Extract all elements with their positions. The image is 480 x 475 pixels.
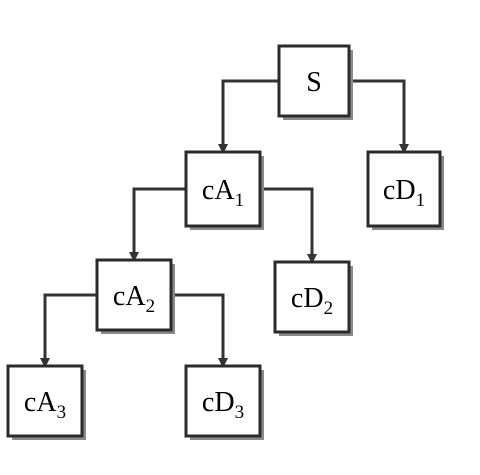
node-cD2-box: [273, 260, 351, 334]
node-cD3: cD3: [184, 364, 264, 440]
node-cA1-label: cA1: [202, 175, 244, 211]
edge-cA1-to-cD2: [260, 187, 317, 264]
node-S-label-base: S: [306, 67, 322, 98]
node-cA3-label: cA3: [24, 387, 66, 423]
edge-S-to-cD1: [349, 79, 409, 154]
edge-cA1-to-cA2: [129, 187, 186, 262]
edge-cA2-to-cA3: [40, 293, 97, 368]
node-cD1-label: cD1: [383, 175, 425, 211]
node-cA2-label-base: cA: [113, 281, 146, 312]
node-cD2-label-subscript: 2: [324, 298, 334, 319]
node-cD3-label-base: cD: [202, 387, 235, 418]
node-cA2: cA2: [95, 258, 175, 334]
connectors: [40, 79, 409, 368]
node-cD2-label: cD2: [291, 283, 333, 319]
node-cD1-label-base: cD: [383, 175, 416, 206]
node-cD1-label-subscript: 1: [416, 190, 426, 211]
node-cA2-label: cA2: [113, 281, 155, 317]
node-cD1: cD1: [366, 150, 444, 230]
edge-S-to-cA1: [218, 79, 279, 154]
node-cD3-label: cD3: [202, 387, 244, 423]
node-cA1: cA1: [184, 150, 264, 230]
node-S-label: S: [306, 67, 322, 98]
node-cA3: cA3: [6, 364, 86, 440]
node-cA1-box: [184, 150, 262, 228]
node-cD3-label-subscript: 3: [235, 402, 245, 423]
node-cA1-label-subscript: 1: [235, 190, 245, 211]
node-cA3-label-base: cA: [24, 387, 57, 418]
edge-cA2-to-cD3: [171, 293, 228, 368]
node-cA3-box: [6, 364, 84, 438]
node-cA3-label-subscript: 3: [57, 402, 67, 423]
node-cD2-label-base: cD: [291, 283, 324, 314]
node-cD2: cD2: [273, 260, 353, 336]
node-cA1-label-base: cA: [202, 175, 235, 206]
node-cA2-box: [95, 258, 173, 332]
node-cD3-box: [184, 364, 262, 438]
node-S-box: [277, 44, 351, 118]
node-S: S: [277, 44, 353, 120]
node-cA2-label-subscript: 2: [146, 296, 156, 317]
node-cD1-box: [366, 150, 442, 228]
